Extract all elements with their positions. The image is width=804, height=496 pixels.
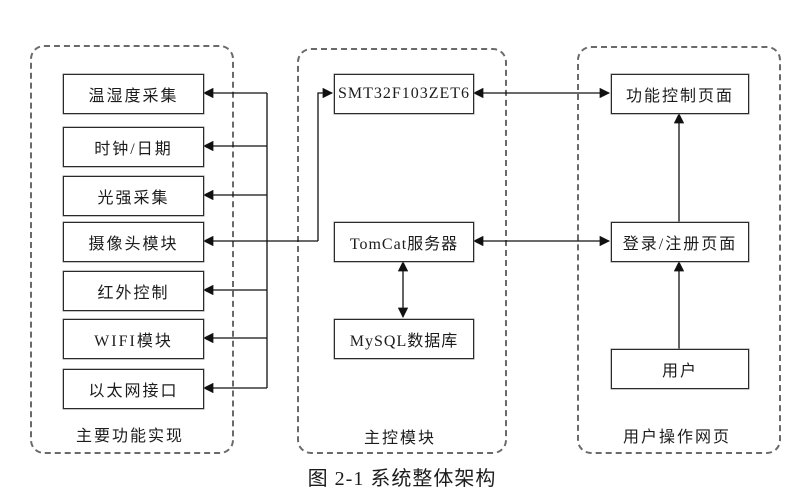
group-label-main-control: 主控模块: [363, 430, 436, 447]
box-login-register-page: 登录/注册页面: [611, 222, 749, 262]
box-wifi-module: WIFI模块: [63, 319, 204, 359]
box-light-capture: 光强采集: [63, 176, 204, 216]
box-ethernet-interface: 以太网接口: [63, 369, 204, 409]
box-camera-module: 摄像头模块: [63, 222, 204, 262]
box-user: 用户: [611, 349, 749, 389]
box-infrared-control: 红外控制: [63, 271, 204, 311]
box-mysql-database: MySQL数据库: [334, 319, 474, 359]
box-tomcat-server: TomCat服务器: [334, 222, 474, 262]
box-function-control-page: 功能控制页面: [611, 74, 749, 114]
box-clock-date: 时钟/日期: [63, 127, 204, 167]
group-label-main-functions: 主要功能实现: [75, 428, 184, 445]
group-label-user-webpages: 用户操作网页: [622, 429, 731, 446]
figure-caption: 图 2-1 系统整体架构: [307, 468, 497, 490]
box-temp-humidity: 温湿度采集: [63, 74, 204, 114]
group-main-functions: [30, 45, 234, 454]
arrow-bus-to-mcu: [317, 87, 334, 241]
box-mcu-smt32f103zet6: SMT32F103ZET6: [334, 74, 474, 114]
group-user-webpages: [577, 46, 781, 454]
group-main-control: [297, 48, 507, 454]
